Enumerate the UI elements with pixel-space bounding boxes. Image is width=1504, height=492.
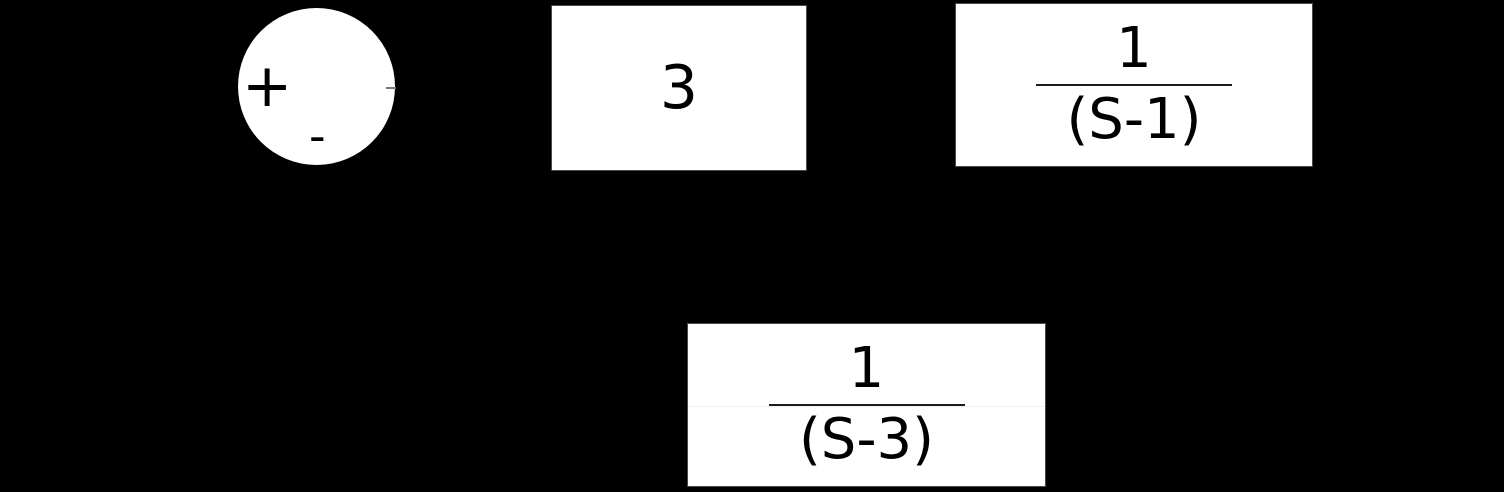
block-seam [688,406,1045,407]
forward-fraction-denominator: (S-1) [1066,87,1202,152]
forward-transfer-block: 1 (S-1) [955,3,1313,167]
connector-tick [386,87,396,89]
feedback-fraction-numerator: 1 [848,336,885,402]
feedback-fraction-bar [768,404,965,406]
minus-sign-label: - [309,109,326,163]
feedback-fraction-denominator: (S-3) [798,407,935,472]
forward-fraction-numerator: 1 [1116,16,1152,82]
feedback-transfer-block: 1 (S-3) [687,323,1046,487]
forward-fraction-bar [1036,84,1232,86]
gain-block: 3 [551,5,807,171]
plus-sign-label: + [242,51,293,121]
summing-junction: + - [238,8,395,165]
gain-label: 3 [659,53,699,123]
